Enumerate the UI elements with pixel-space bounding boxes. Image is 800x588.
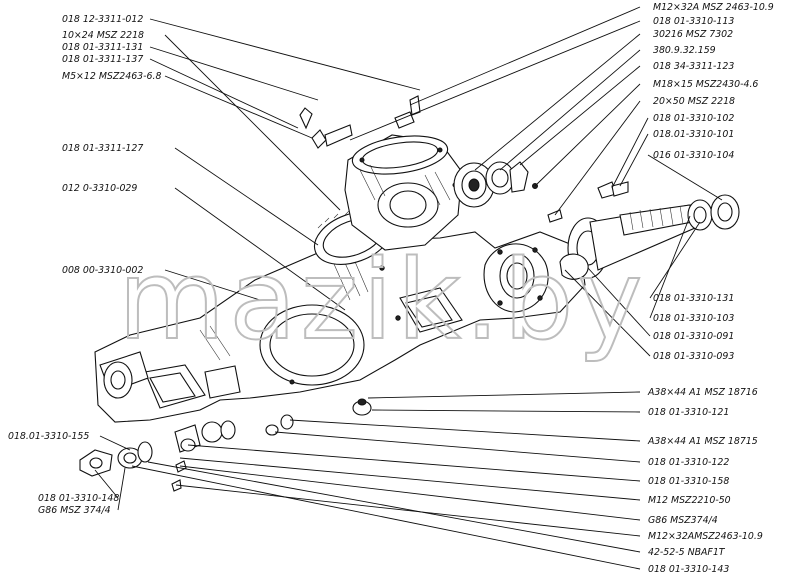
part-label: 018 01-3310-091 [653, 331, 734, 342]
part-label: M5×12 MSZ2463-6.8 [62, 71, 161, 82]
part-label: 018 01-3310-113 [653, 16, 734, 27]
labels-right-mid: 018 01-3310-131 018 01-3310-103 018 01-3… [653, 293, 734, 362]
part-label: 018 01-3311-137 [62, 54, 143, 65]
part-label: 018 34-3311-123 [653, 61, 734, 72]
part-label: 380.9.32.159 [653, 45, 716, 56]
part-label: M12×32A MSZ 2463-10.9 [653, 2, 774, 13]
hub-shaft [559, 194, 740, 280]
part-label: 20×50 MSZ 2218 [653, 96, 735, 107]
labels-left-bottom: 018.01-3310-155 018 01-3310-148 G86 MSZ … [8, 431, 119, 516]
labels-left-top: 018 12-3311-012 10×24 MSZ 2218 018 01-33… [62, 14, 161, 82]
differential-housing [344, 134, 463, 251]
part-label: 42-52-5 NBAF1T [648, 547, 726, 558]
watermark: mazik.by [118, 236, 646, 364]
part-label: 018 01-3310-143 [648, 564, 729, 575]
bottom-parts [79, 398, 372, 492]
part-label: G86 MSZ374/4 [648, 515, 718, 526]
part-label: 018 01-3310-103 [653, 313, 734, 324]
part-label: 016 01-3310-104 [653, 150, 734, 161]
part-label: 018 01-3311-127 [62, 143, 143, 154]
part-label: 018 01-3310-121 [648, 407, 729, 418]
part-label: 10×24 MSZ 2218 [62, 30, 144, 41]
part-label: 018.01-3310-155 [8, 431, 89, 442]
part-label: M12 MSZ2210-50 [648, 495, 731, 506]
part-label: 018 01-3310-148 [38, 493, 119, 504]
labels-right-bottom: A38×44 A1 MSZ 18716 018 01-3310-121 A38×… [647, 387, 763, 575]
part-label: 018 01-3310-102 [653, 113, 734, 124]
part-label: 018 01-3310-158 [648, 476, 729, 487]
part-label: 018 01-3310-093 [653, 351, 734, 362]
part-label: 012 0-3310-029 [62, 183, 137, 194]
part-label: M18×15 MSZ2430-4.6 [653, 79, 758, 90]
part-label: A38×44 A1 MSZ 18715 [647, 436, 758, 447]
part-label: 018.01-3310-101 [653, 129, 734, 140]
part-label: 018 12-3311-012 [62, 14, 143, 25]
bearing [453, 161, 529, 208]
part-label: 018 01-3310-131 [653, 293, 734, 304]
labels-right-top: M12×32A MSZ 2463-10.9 018 01-3310-113 30… [653, 2, 774, 161]
part-label: 008 00-3310-002 [62, 265, 143, 276]
axle-housing [94, 231, 586, 423]
part-label: 018 01-3310-122 [648, 457, 729, 468]
part-label: M12×32AMSZ2463-10.9 [648, 531, 763, 542]
leader-lines [94, 6, 723, 570]
part-label: A38×44 A1 MSZ 18716 [647, 387, 758, 398]
part-label: 30216 MSZ 7302 [653, 29, 733, 40]
part-label: 018 01-3311-131 [62, 42, 143, 53]
part-label: G86 MSZ 374/4 [38, 505, 111, 516]
labels-left-mid: 018 01-3311-127 012 0-3310-029 008 00-33… [62, 143, 143, 276]
